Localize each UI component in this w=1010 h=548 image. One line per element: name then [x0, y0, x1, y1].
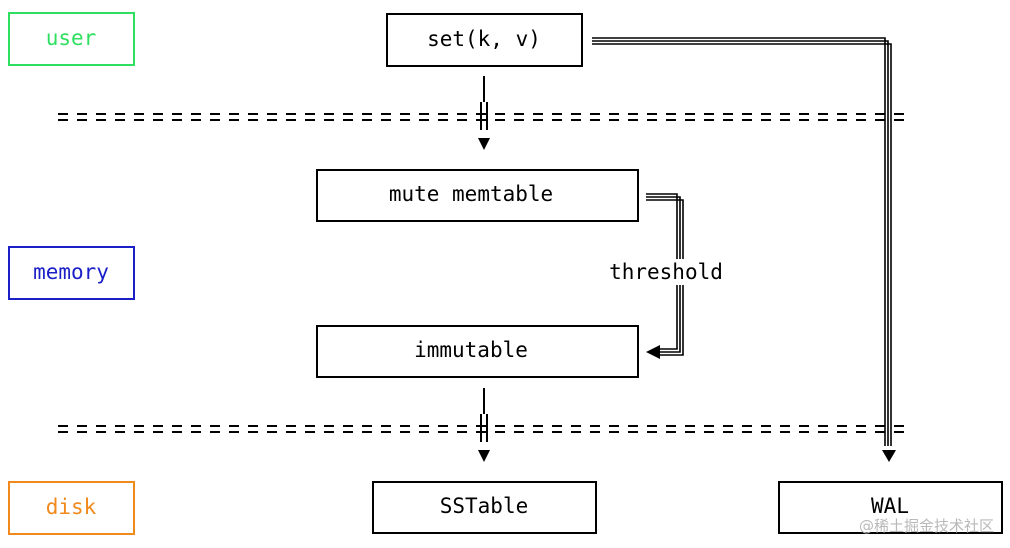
edge-immutable-to-sstable [478, 388, 490, 462]
arrowhead [646, 345, 660, 359]
node-set-label: set(k, v) [427, 27, 541, 51]
arrowhead [478, 138, 490, 150]
layer-user-label: user [46, 26, 97, 50]
layer-disk: disk [8, 481, 135, 535]
node-mute-memtable: mute memtable [316, 169, 639, 222]
edge-threshold-label: threshold [609, 260, 723, 284]
node-wal-label: WAL [871, 494, 909, 518]
node-sstable: SSTable [372, 481, 597, 534]
layer-user: user [8, 12, 135, 66]
arrowhead [478, 450, 490, 462]
node-immutable: immutable [316, 325, 639, 378]
node-immutable-label: immutable [414, 338, 528, 362]
node-wal: WAL [778, 481, 1003, 534]
node-sstable-label: SSTable [440, 494, 529, 518]
layer-memory-label: memory [33, 260, 109, 284]
layer-disk-label: disk [46, 495, 97, 519]
node-set: set(k, v) [386, 13, 583, 67]
watermark: @稀土掘金技术社区 [858, 517, 994, 535]
edge-memtable-to-immutable: threshold [604, 193, 730, 359]
arrowhead [882, 450, 896, 462]
layer-memory: memory [8, 246, 135, 300]
edge-set-to-wal [592, 37, 896, 462]
node-mute-memtable-label: mute memtable [389, 182, 553, 206]
edge-set-to-memtable [478, 76, 490, 150]
